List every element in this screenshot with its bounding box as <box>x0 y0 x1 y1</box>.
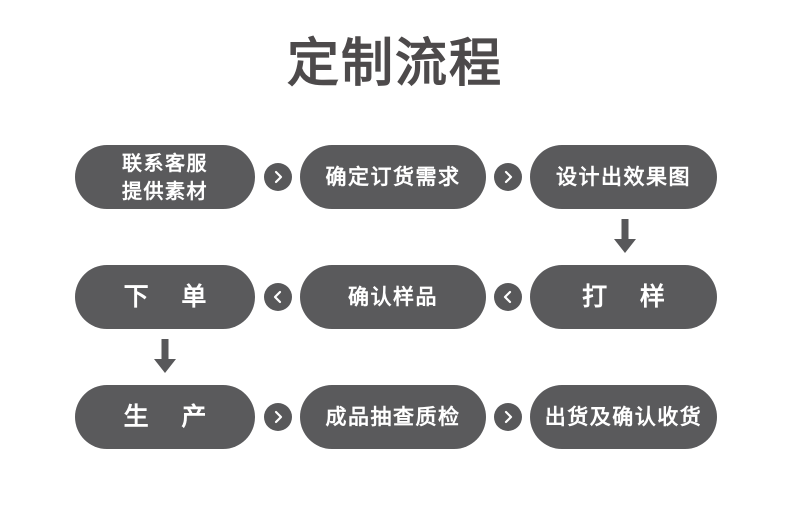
flow-gap-1 <box>0 209 790 265</box>
flow-node-label-line1: 联系客服 <box>122 151 208 175</box>
flow-node-label: 设计出效果图 <box>556 165 691 189</box>
connector-r1-2 <box>494 163 522 191</box>
arrow-down-row2-to-row3 <box>150 335 180 379</box>
flow-node-confirm-sample[interactable]: 确认样品 <box>300 265 486 329</box>
flow-node-label: 确认样品 <box>348 285 438 309</box>
flow-node-shipping-confirm-receipt[interactable]: 出货及确认收货 <box>530 385 717 449</box>
flow-row-3: 生 产 成品抽查质检 出货及确认收货 <box>0 385 790 449</box>
flow-node-label: 打 样 <box>582 282 677 311</box>
chevron-right-icon <box>501 410 515 424</box>
flow-gap-2 <box>0 329 790 385</box>
flow-node-label: 下 单 <box>123 282 219 311</box>
arrow-down-icon <box>612 217 638 257</box>
flow-node-label: 出货及确认收货 <box>544 405 703 429</box>
flow-node-label: 确定订货需求 <box>325 165 461 189</box>
chevron-right-icon <box>271 170 285 184</box>
chevron-right-icon <box>271 410 285 424</box>
flow-node-label: 成品抽查质检 <box>325 405 461 429</box>
arrow-down-row1-to-row2 <box>610 215 640 259</box>
flow-node-design-rendering[interactable]: 设计出效果图 <box>530 145 717 209</box>
page-title: 定制流程 <box>286 34 503 94</box>
flow-node-confirm-order-demand[interactable]: 确定订货需求 <box>300 145 486 209</box>
process-flow-diagram: 联系客服 提供素材 确定订货需求 <box>0 145 790 449</box>
chevron-right-icon <box>501 170 515 184</box>
connector-r3-2 <box>494 403 522 431</box>
flow-node-label: 生 产 <box>123 402 219 431</box>
flow-node-label-line2: 提供素材 <box>122 179 208 203</box>
chevron-left-icon <box>501 290 515 304</box>
chevron-left-icon <box>271 290 285 304</box>
arrow-down-icon <box>152 337 178 377</box>
flow-row-2: 下 单 确认样品 打 样 <box>0 265 790 329</box>
flow-node-place-order[interactable]: 下 单 <box>75 265 255 329</box>
flow-node-production[interactable]: 生 产 <box>75 385 255 449</box>
flow-row-1: 联系客服 提供素材 确定订货需求 <box>0 145 790 209</box>
flow-node-contact-service[interactable]: 联系客服 提供素材 <box>75 145 255 209</box>
connector-r2-2 <box>494 283 522 311</box>
connector-r3-1 <box>264 403 292 431</box>
connector-r2-1 <box>264 283 292 311</box>
flow-node-quality-inspection[interactable]: 成品抽查质检 <box>300 385 486 449</box>
connector-r1-1 <box>264 163 292 191</box>
flow-node-make-sample[interactable]: 打 样 <box>530 265 717 329</box>
